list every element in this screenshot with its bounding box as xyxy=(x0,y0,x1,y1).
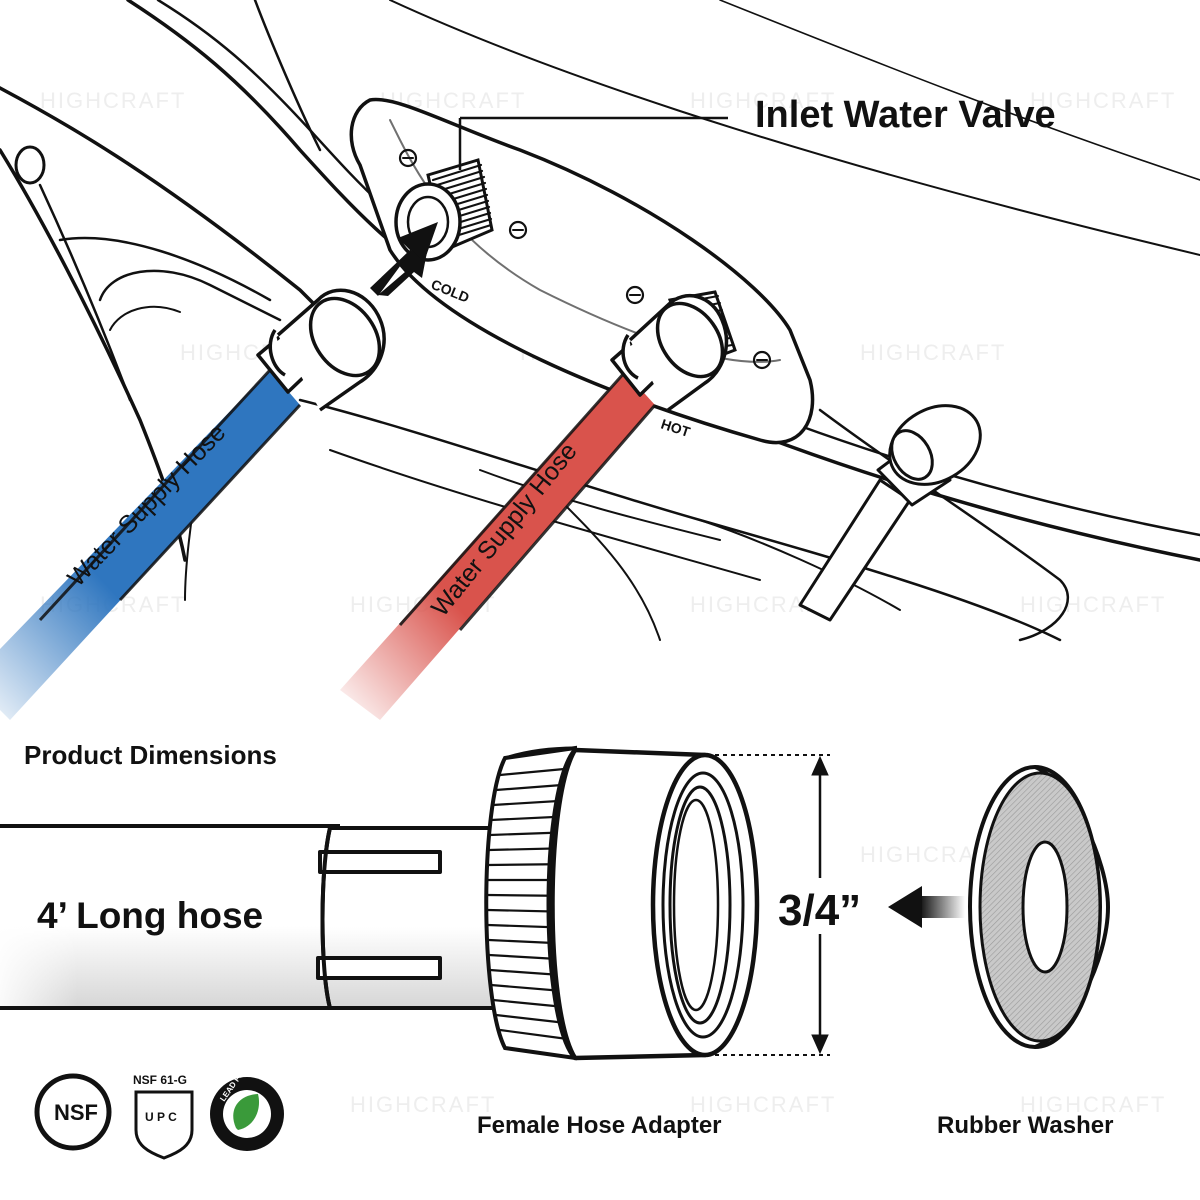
cold-hose-fitting xyxy=(256,288,386,412)
upc-badge: NSF 61-G U P C xyxy=(133,1073,194,1160)
nsf-badge-text: NSF xyxy=(54,1100,98,1125)
inlet-callout: Inlet Water Valve xyxy=(458,94,1056,170)
nsf-61g-text: NSF 61-G xyxy=(133,1073,187,1087)
watermark: HIGHCRAFT xyxy=(40,88,186,113)
watermark: HIGHCRAFT xyxy=(1020,1092,1166,1117)
hose-ferrule xyxy=(316,826,502,1010)
dimensions-heading: Product Dimensions xyxy=(24,740,277,770)
hose-length-label: 4’ Long hose xyxy=(37,895,263,936)
hot-hose-fitting xyxy=(610,294,729,412)
adapter-shell xyxy=(546,747,760,1061)
watermark: HIGHCRAFT xyxy=(690,88,836,113)
screw-icon xyxy=(398,148,418,168)
screw-icon xyxy=(752,350,772,370)
washer-arrow xyxy=(888,886,965,928)
hot-hose-label: Water Supply Hose xyxy=(426,437,583,621)
lead-free-badge: LEAD FREE xyxy=(210,1060,284,1151)
nsf-badge: NSF xyxy=(34,1073,112,1151)
rubber-washer xyxy=(968,765,1111,1049)
inlet-valve-label: Inlet Water Valve xyxy=(755,94,1056,136)
adapter-label: Female Hose Adapter xyxy=(477,1112,722,1139)
thread-size-label: 3/4” xyxy=(778,886,861,935)
screw-icon xyxy=(625,285,645,305)
washer-label: Rubber Washer xyxy=(937,1112,1113,1139)
drain-hose xyxy=(798,404,982,622)
watermark: HIGHCRAFT xyxy=(690,1092,836,1117)
upc-text: U P C xyxy=(145,1110,177,1124)
leaf-icon xyxy=(233,1094,260,1130)
hose-body: 4’ Long hose xyxy=(0,824,340,1010)
watermark: HIGHCRAFT xyxy=(1030,88,1176,113)
inlet-arrow xyxy=(370,222,438,296)
watermark: HIGHCRAFT xyxy=(1020,592,1166,617)
watermark: HIGHCRAFT xyxy=(350,1092,496,1117)
watermark: HIGHCRAFT xyxy=(860,340,1006,365)
cold-hose: Water Supply Hose xyxy=(0,368,302,720)
thread-dimension-indicator xyxy=(715,754,880,1056)
screw-icon xyxy=(508,220,528,240)
